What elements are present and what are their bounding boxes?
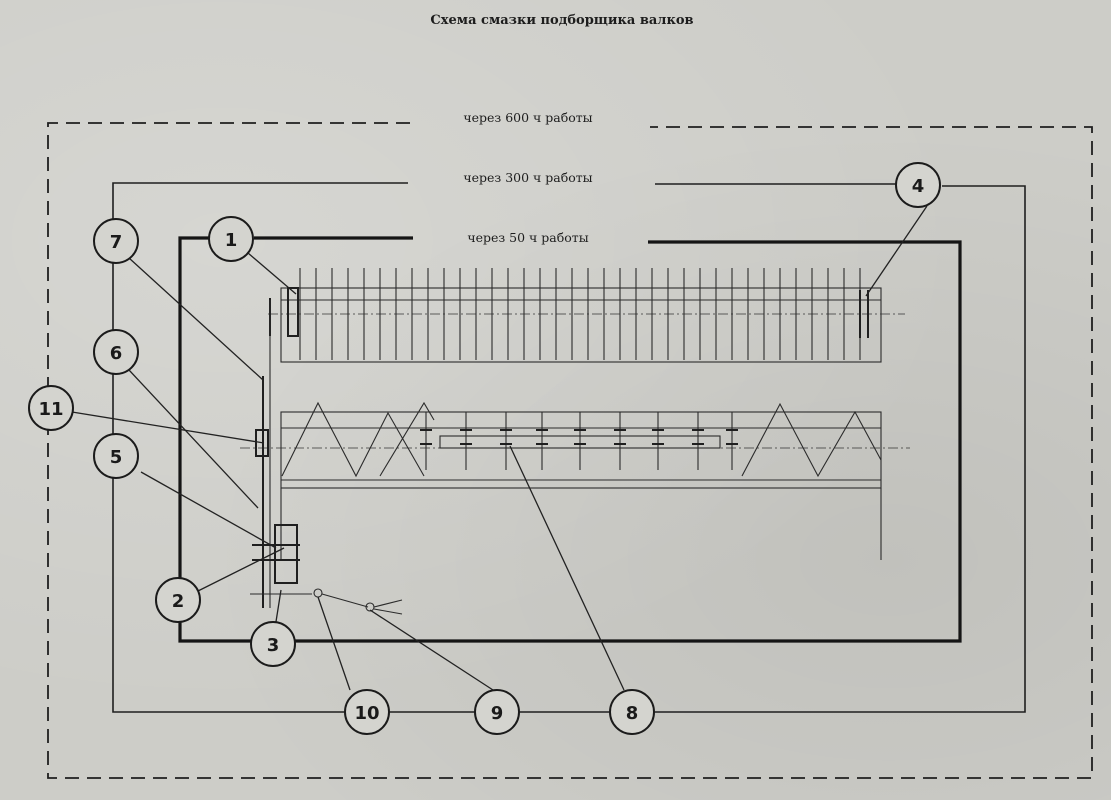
interval-label-50h: через 50 ч работы bbox=[467, 230, 588, 245]
conveyor-bearings bbox=[420, 412, 738, 470]
callout-8-label: 8 bbox=[626, 703, 639, 724]
interval-label-600h: через 600 ч работы bbox=[463, 110, 592, 125]
callout-10-label: 10 bbox=[354, 703, 379, 724]
callout-4-label: 4 bbox=[912, 176, 925, 197]
callout-5-label: 5 bbox=[110, 447, 123, 468]
callout-2: 2 bbox=[155, 577, 201, 623]
callout-11: 11 bbox=[28, 385, 74, 431]
diagram-title: Схема смазки подборщика валков bbox=[430, 13, 693, 28]
frame-300h bbox=[112, 182, 1026, 713]
callout-10: 10 bbox=[344, 689, 390, 735]
callout-6-label: 6 bbox=[110, 343, 123, 364]
frame-600h bbox=[47, 122, 1093, 779]
interval-label-300h: через 300 ч работы bbox=[463, 170, 592, 185]
callout-8: 8 bbox=[609, 689, 655, 735]
callout-5: 5 bbox=[93, 433, 139, 479]
callout-6: 6 bbox=[93, 329, 139, 375]
callout-7: 7 bbox=[93, 218, 139, 264]
callout-7-label: 7 bbox=[110, 232, 123, 253]
callout-9-label: 9 bbox=[491, 703, 504, 724]
callout-9: 9 bbox=[474, 689, 520, 735]
reel-tines bbox=[299, 268, 861, 360]
frame-50h bbox=[178, 236, 962, 643]
callout-3: 3 bbox=[250, 621, 296, 667]
callout-1-label: 1 bbox=[225, 230, 238, 251]
callout-2-label: 2 bbox=[172, 591, 185, 612]
pickup-reel bbox=[268, 268, 905, 363]
conveyor-truss bbox=[240, 401, 910, 560]
callout-11-label: 11 bbox=[38, 399, 63, 420]
drive-side bbox=[250, 300, 403, 615]
leader-lines bbox=[71, 205, 928, 691]
callout-3-label: 3 bbox=[267, 635, 280, 656]
callout-1: 1 bbox=[208, 216, 254, 262]
callout-4: 4 bbox=[895, 162, 941, 208]
